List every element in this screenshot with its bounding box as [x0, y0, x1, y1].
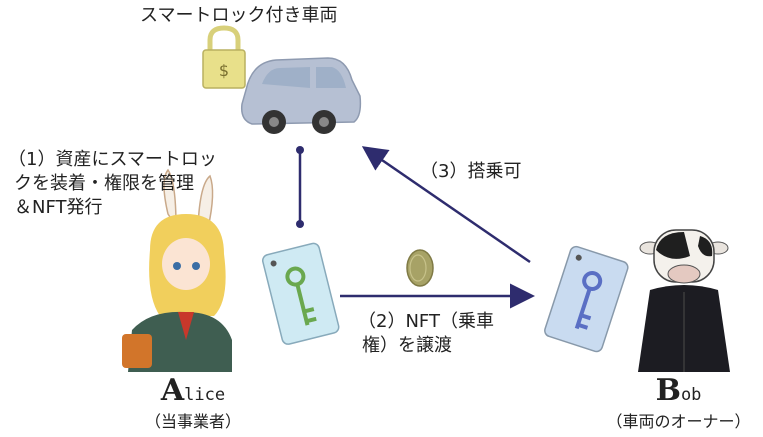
step2-label: （2）NFT（乗車 権）を譲渡: [358, 310, 494, 358]
bob-character: [638, 229, 730, 372]
bob-nft-card: [544, 245, 629, 353]
alice-label: Alice （当事業者）: [138, 374, 248, 432]
step2-line: （2）NFT（乗車: [358, 311, 494, 332]
step1-label: （1）資産にスマートロッ クを装着・権限を管理 ＆NFT発行: [8, 148, 217, 220]
alice-nft-card: [261, 242, 340, 345]
bob-name-rest: ob: [680, 385, 702, 405]
diagram-title: スマートロック付き車両: [140, 5, 338, 26]
step2-line: 権）を譲渡: [362, 335, 452, 356]
step3-label: （3）搭乗可: [420, 161, 522, 182]
alice-name: Alice: [138, 374, 248, 412]
bob-role: （車両のオーナー）: [606, 412, 751, 431]
alice-character: [122, 168, 232, 372]
alice-name-rest: lice: [184, 385, 226, 405]
alice-role: （当事業者）: [144, 412, 241, 431]
step1-line: ＆NFT発行: [14, 197, 103, 218]
ride-arrow: [361, 146, 531, 264]
bob-name: Bob: [596, 374, 761, 412]
padlock-icon: $: [202, 25, 246, 89]
alice-initial: A: [160, 373, 185, 408]
car-icon: [240, 57, 362, 134]
coin-icon: [406, 249, 434, 287]
svg-text:$: $: [219, 61, 229, 80]
key-icon: [285, 266, 317, 326]
bob-initial: B: [655, 373, 681, 408]
step1-line: クを装着・権限を管理: [14, 173, 194, 194]
key-icon: [574, 270, 603, 330]
bob-label: Bob （車両のオーナー）: [596, 374, 761, 432]
car-to-card-connector: [296, 146, 304, 228]
step1-line: （1）資産にスマートロッ: [8, 149, 217, 170]
